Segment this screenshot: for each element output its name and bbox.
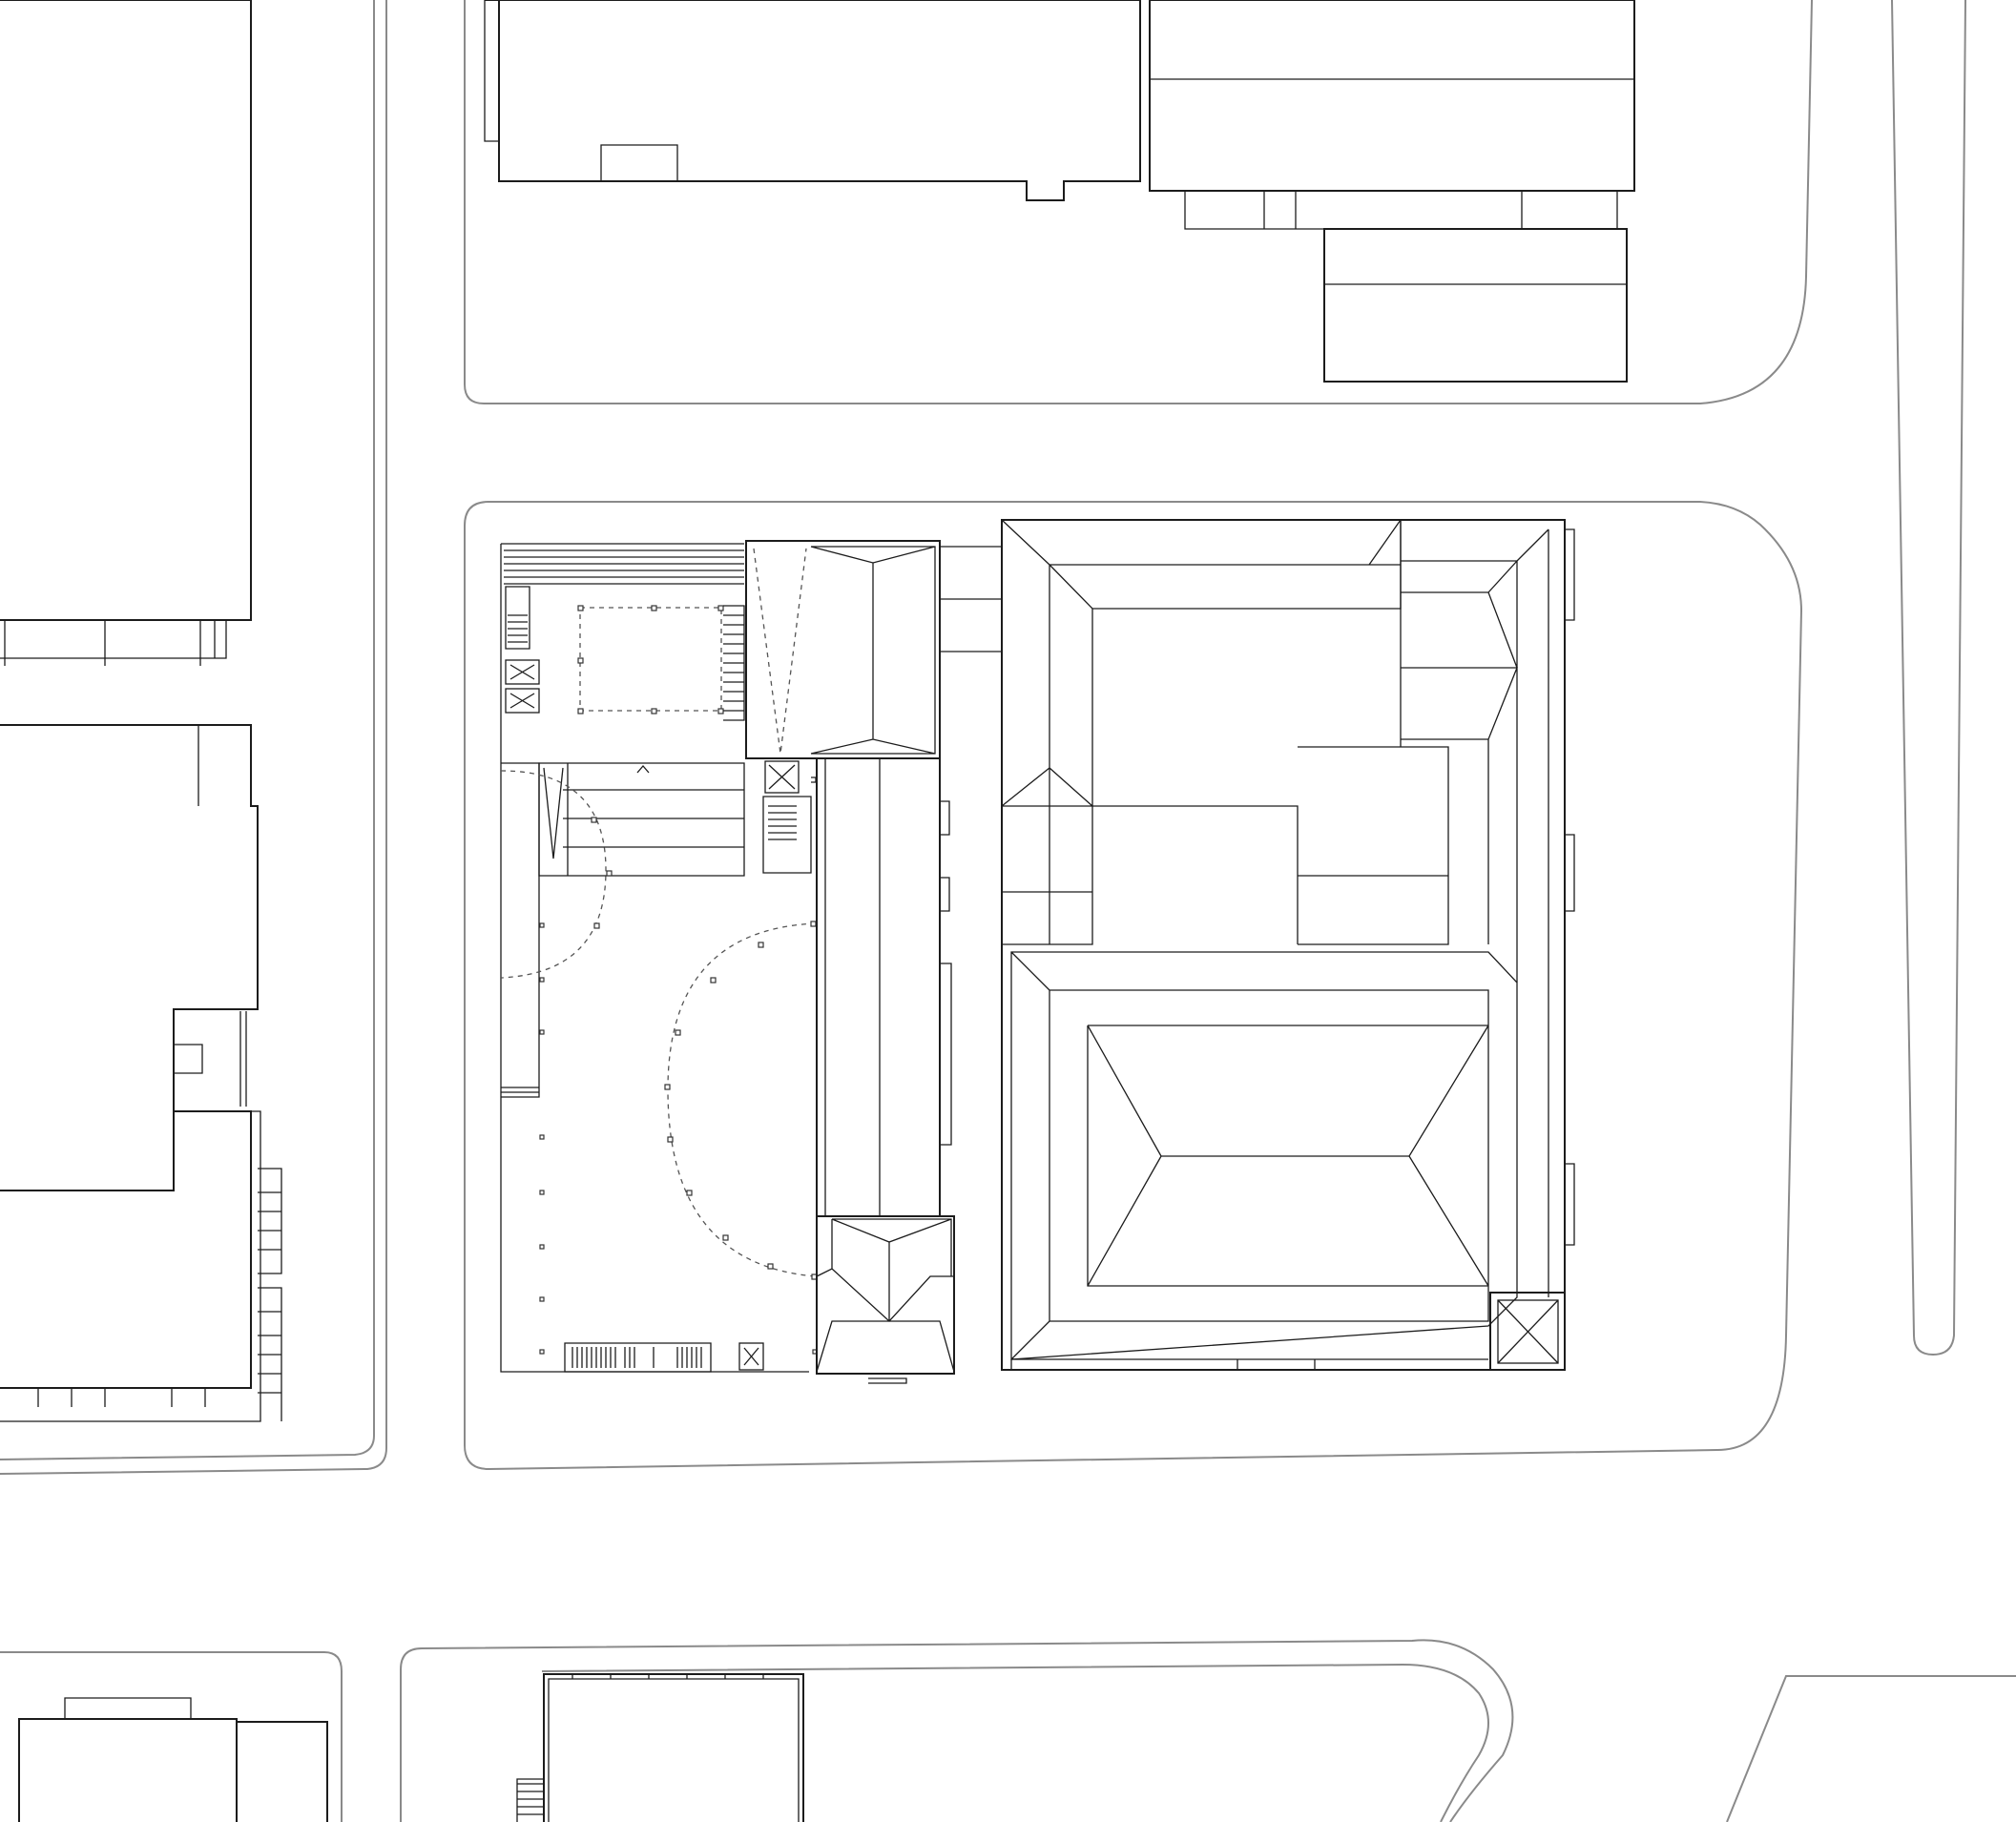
southeast-tower-cross <box>1497 1299 1559 1364</box>
site-boundary <box>500 543 809 1373</box>
upper-courtyard-posts <box>577 605 724 714</box>
north-arrow-mark <box>636 765 650 774</box>
curb-central-block <box>464 501 1803 1471</box>
lift-box-1 <box>505 659 540 685</box>
lift-box-2 <box>505 688 540 714</box>
curb-top-left-block <box>0 0 387 1475</box>
building-top-right-lines <box>1150 78 1634 230</box>
hall-north-roof <box>810 546 936 755</box>
building-top-right <box>1149 0 1635 192</box>
stair-courtyard-east <box>723 605 745 721</box>
south-lift-cross <box>743 1347 759 1366</box>
core-stair <box>762 776 817 874</box>
curb-right-street <box>1891 0 1966 1356</box>
main-site <box>500 519 1575 1384</box>
curb-bottom-middle-block <box>400 1639 1514 1822</box>
south-pavilion <box>816 1215 955 1375</box>
arc-central <box>667 922 817 1277</box>
north-canopy <box>504 549 744 585</box>
east-connector <box>940 546 1003 652</box>
south-pavilion-roof <box>816 1218 955 1384</box>
building-left-lower-stairs <box>0 1110 282 1422</box>
south-hall-base <box>1010 1358 1488 1371</box>
hall-north <box>745 540 941 759</box>
building-bottom-left-top <box>64 1697 192 1719</box>
central-spine-lines <box>824 758 952 1216</box>
lift-box-1-cross <box>509 664 535 680</box>
building-top-middle-detail <box>484 0 678 181</box>
south-hall-roof <box>1010 951 1518 1360</box>
building-left-lower <box>0 1110 252 1389</box>
seating-wedge <box>543 767 564 859</box>
building-bottom-middle-detail <box>516 1674 800 1822</box>
canopy-lines <box>504 549 744 585</box>
building-bottom-middle <box>543 1673 804 1822</box>
west-stairs <box>505 586 540 714</box>
building-bottom-left <box>18 1718 328 1822</box>
west-posts <box>539 922 818 1355</box>
east-north-inner <box>1092 520 1449 945</box>
arc-west <box>500 770 607 979</box>
building-top-left-balcony <box>0 619 227 666</box>
east-side-range <box>1401 519 1565 1297</box>
hall-north-dashed-wedge <box>753 548 807 755</box>
tiered-seating <box>538 762 745 877</box>
neighbour-buildings <box>0 0 1635 1822</box>
south-lift-box <box>738 1342 764 1371</box>
curb-top-middle-block <box>464 0 1813 404</box>
central-spine <box>816 757 941 1217</box>
building-top-left <box>0 0 252 621</box>
building-left-middle-notch <box>174 725 247 1107</box>
core-lift-cross <box>768 764 796 790</box>
curb-top-left-block-inner <box>0 0 375 1460</box>
east-north-wing <box>1001 519 1402 945</box>
southeast-tower <box>1489 1292 1566 1371</box>
upper-courtyard-outline <box>579 607 722 712</box>
west-wall <box>501 762 540 1098</box>
east-side-bumps <box>1565 528 1575 1246</box>
building-top-middle <box>485 0 1141 201</box>
core-lift <box>764 760 800 794</box>
southeast-tower-inner <box>1497 1299 1559 1364</box>
lift-box-2-cross <box>509 693 535 709</box>
south-stair <box>564 1342 712 1373</box>
building-left-middle <box>0 724 259 1191</box>
curb-bottom-middle-inner <box>541 1663 1489 1822</box>
curb-bottom-left-block <box>0 1651 343 1822</box>
arc-posts <box>591 817 818 1280</box>
building-top-right-annex <box>1323 228 1628 383</box>
stair-west-upper <box>505 586 530 650</box>
curb-bottom-right-block <box>1726 1675 2016 1822</box>
